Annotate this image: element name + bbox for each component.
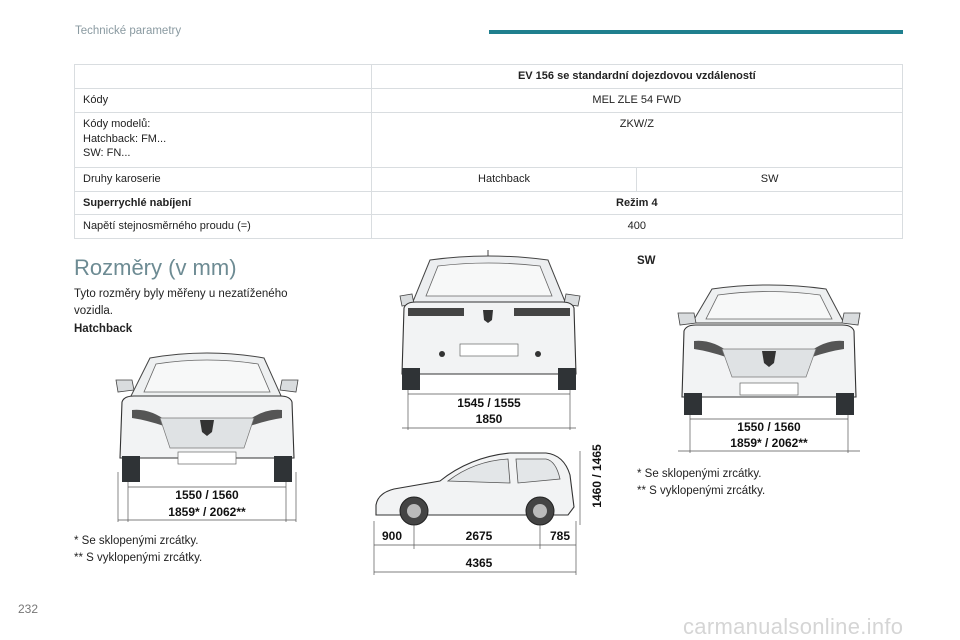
row-label: Kódy [74,87,372,113]
rear-track: 1545 / 1555 [457,396,521,410]
header-accent-bar [489,30,903,34]
watermark: carmanualsonline.info [683,614,904,639]
row-value: Hatchback [370,166,638,192]
table-row: Kódy MEL ZLE 54 FWD [74,87,904,113]
row-value: 400 [370,214,904,240]
front-overhang: 900 [382,529,402,543]
table-head: EV 156 se standardní dojezdovou vzdáleno… [370,64,904,89]
dimensions-title: Rozměry (v mm) [74,255,237,280]
section-header: Technické parametry [75,25,182,37]
sw-width-mirrors: 1859* / 2062** [730,436,808,450]
footnote-2: ** S vyklopenými zrcátky. [74,552,203,564]
height: 1460 / 1465 [590,444,604,508]
table-row: Druhy karoserie Hatchback SW [74,166,903,192]
sw-footnote-1: * Se sklopenými zrcátky. [637,468,762,480]
hatchback-front-drawing: 1550 / 1560 1859* / 2062** [115,352,299,522]
sw-front-drawing: 1550 / 1560 1859* / 2062** [677,284,861,453]
row-label: Superrychlé nabíjení [74,190,372,216]
overall-width: 1850 [476,412,503,426]
dimensions-intro: Tyto rozměry byly měřeny u nezatíženého … [74,288,288,318]
row-label: Napětí stejnosměrného proudu (=) [74,214,372,240]
hatchback-width-mirrors: 1859* / 2062** [168,505,246,519]
sw-footnote-2: ** S vyklopenými zrcátky. [637,485,766,497]
wheelbase: 2675 [466,529,493,543]
overall-length: 4365 [466,556,493,570]
footnote-1: * Se sklopenými zrcátky. [74,535,199,547]
table-row: Napětí stejnosměrného proudu (=) 400 [74,214,904,240]
row-label: Kódy modelů: [83,117,151,130]
page-number: 232 [18,602,39,616]
row-label: Druhy karoserie [74,166,372,192]
rear-overhang: 785 [550,529,570,543]
row-value: ZKW/Z [370,111,904,168]
hatchback-front-track: 1550 / 1560 [175,488,239,502]
row-value: MEL ZLE 54 FWD [370,87,904,113]
row-value: Režim 4 [370,190,904,216]
row-value: SW [636,166,903,192]
sw-front-track: 1550 / 1560 [737,420,801,434]
spec-table: EV 156 se standardní dojezdovou vzdáleno… [74,64,904,240]
rear-view-drawing: 1545 / 1555 1850 [399,250,581,430]
table-row: Kódy modelů: Hatchback: FM... SW: FN... … [74,111,904,168]
row-label: Hatchback: FM... [83,132,167,145]
sw-label: SW [637,255,656,267]
side-view-drawing: 1460 / 1465 900 2675 785 4365 [373,444,604,575]
table-row: EV 156 se standardní dojezdovou vzdáleno… [74,64,904,89]
table-row: Superrychlé nabíjení Režim 4 [74,190,904,216]
row-label: SW: FN... [83,147,131,160]
hatchback-label: Hatchback [74,323,133,335]
